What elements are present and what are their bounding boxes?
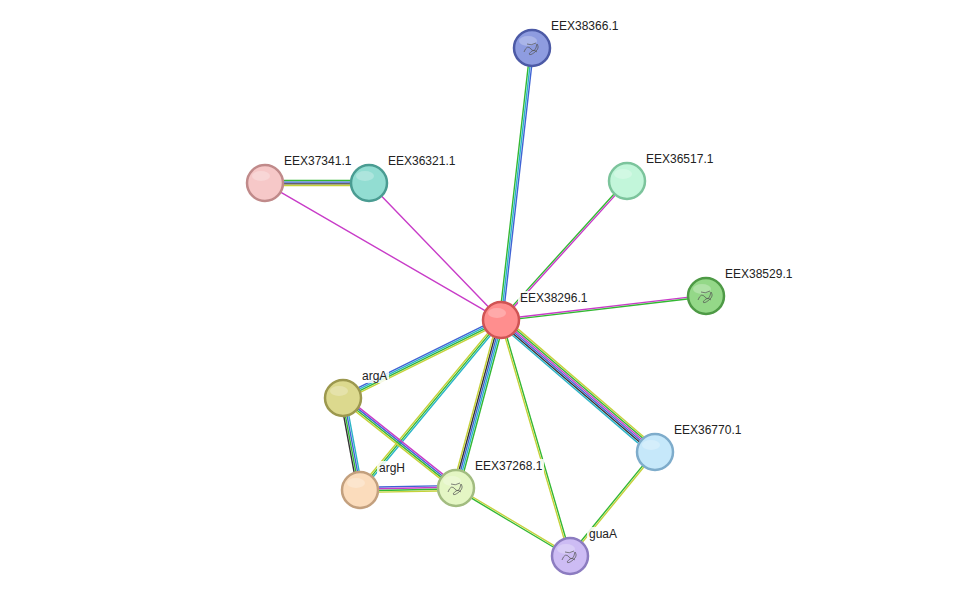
node-label: EEX36770.1: [672, 423, 743, 437]
node-circle: [607, 161, 647, 201]
protein-node: EEX37268.1: [436, 468, 476, 508]
node-label: EEX37341.1: [282, 154, 353, 168]
node-label: argH: [377, 461, 407, 475]
node-label: argA: [360, 369, 389, 383]
node-circle: [245, 163, 285, 203]
protein-node: argA: [323, 378, 363, 418]
interaction-edge: [356, 408, 442, 478]
node-label: EEX37268.1: [473, 459, 544, 473]
node-label: EEX36321.1: [386, 154, 457, 168]
interaction-edge: [501, 67, 531, 302]
protein-node: EEX38366.1: [512, 28, 552, 68]
structure-icon: [448, 483, 462, 495]
protein-node: argH: [340, 470, 380, 510]
structure-icon: [562, 551, 576, 563]
interaction-edge: [379, 486, 437, 492]
node-circle: [550, 536, 590, 576]
protein-node: EEX36517.1: [607, 161, 647, 201]
interaction-edge: [472, 497, 554, 547]
interaction-edge: [382, 197, 488, 307]
node-circle: [349, 163, 389, 203]
node-circle: [481, 300, 521, 340]
node-circle: [340, 470, 380, 510]
node-label: EEX38366.1: [549, 19, 620, 33]
interaction-edge: [513, 329, 644, 443]
interaction-edge: [513, 195, 615, 307]
node-label: guaA: [587, 527, 619, 541]
structure-icon: [698, 291, 712, 303]
protein-node: EEX37341.1: [245, 163, 285, 203]
interaction-edge: [371, 334, 490, 477]
structure-icon: [524, 43, 538, 55]
node-label: EEX38529.1: [723, 267, 794, 281]
node-circle: [512, 28, 552, 68]
interaction-edge: [458, 337, 500, 470]
interaction-edge: [284, 180, 350, 185]
interaction-edge: [581, 466, 643, 542]
protein-node: EEX38296.1: [481, 300, 521, 340]
node-circle: [323, 378, 363, 418]
protein-node: guaA: [550, 536, 590, 576]
node-circle: [635, 432, 675, 472]
interaction-edge: [281, 193, 484, 311]
node-circle: [436, 468, 476, 508]
protein-node: EEX36321.1: [349, 163, 389, 203]
node-label: EEX36517.1: [644, 152, 715, 166]
protein-node: EEX36770.1: [635, 432, 675, 472]
interaction-edge: [344, 416, 359, 472]
node-circle: [686, 276, 726, 316]
protein-node: EEX38529.1: [686, 276, 726, 316]
node-label: EEX38296.1: [518, 291, 589, 305]
